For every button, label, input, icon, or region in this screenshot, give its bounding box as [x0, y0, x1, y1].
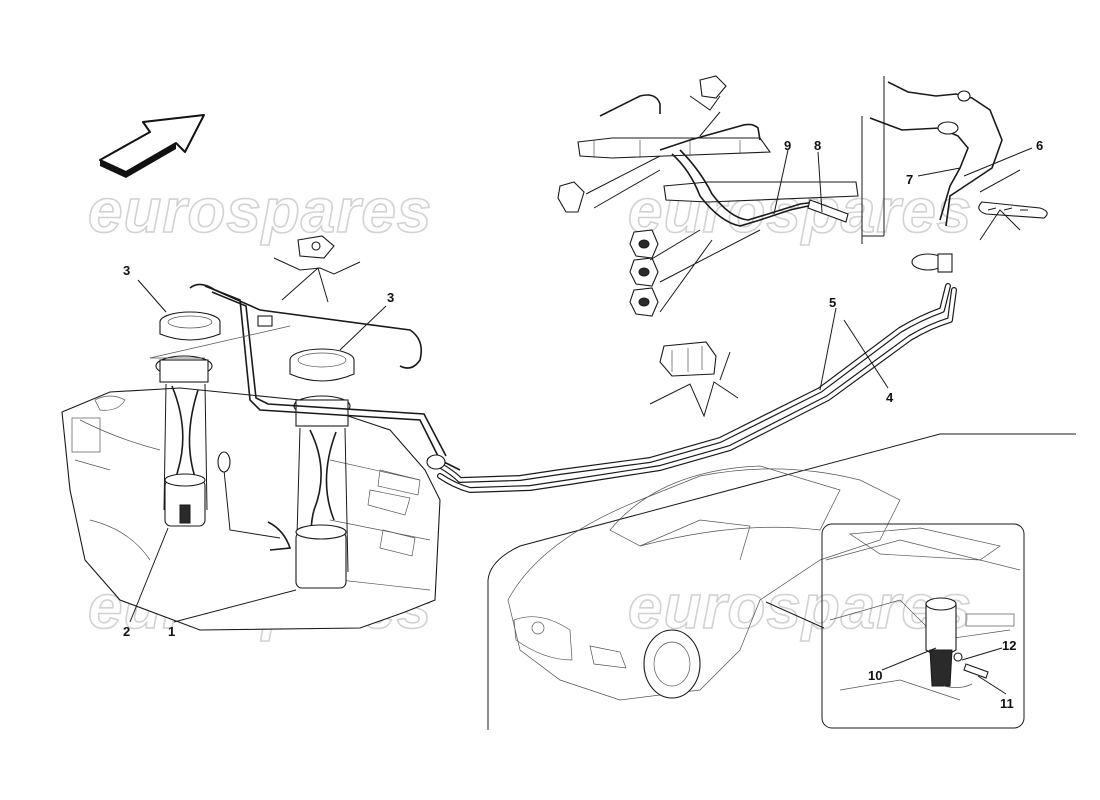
lock-ring-left	[159, 311, 221, 341]
front-direction-arrow-icon	[99, 114, 205, 178]
callout-3-right: 3	[387, 290, 394, 305]
upper-clips	[557, 75, 761, 317]
callout-9: 9	[784, 138, 791, 153]
leader-lines	[129, 147, 1033, 695]
upper-fuel-lines	[577, 81, 1048, 241]
callout-8: 8	[814, 138, 821, 153]
fuel-tank	[61, 387, 441, 631]
fuel-pump-right	[267, 395, 351, 589]
watermark-top-left: eurospares	[88, 177, 432, 246]
callout-7: 7	[906, 172, 913, 187]
callout-1: 1	[168, 624, 175, 639]
callout-6: 6	[1036, 138, 1043, 153]
fuel-pipes	[426, 253, 957, 493]
callout-2: 2	[123, 624, 130, 639]
detail-box-fuel-sensor	[821, 523, 1025, 729]
upper-bracket-lines	[861, 76, 885, 244]
callout-3-left: 3	[123, 263, 130, 278]
callout-5: 5	[829, 295, 836, 310]
vehicle-inset	[487, 433, 1076, 730]
callout-12: 12	[1002, 638, 1016, 653]
lock-ring-right	[289, 348, 355, 382]
callout-labels: 1 2 3 3 4 5 6 7 8 9 10 11 12	[123, 138, 1043, 711]
callout-4: 4	[886, 390, 894, 405]
pipe-clip-bracket	[649, 341, 739, 418]
callout-10: 10	[868, 668, 882, 683]
connector-detail-top	[273, 235, 361, 303]
fuel-pump-left	[155, 355, 281, 539]
watermark-bottom-right: eurospares	[628, 573, 972, 642]
callout-11: 11	[1000, 696, 1014, 711]
